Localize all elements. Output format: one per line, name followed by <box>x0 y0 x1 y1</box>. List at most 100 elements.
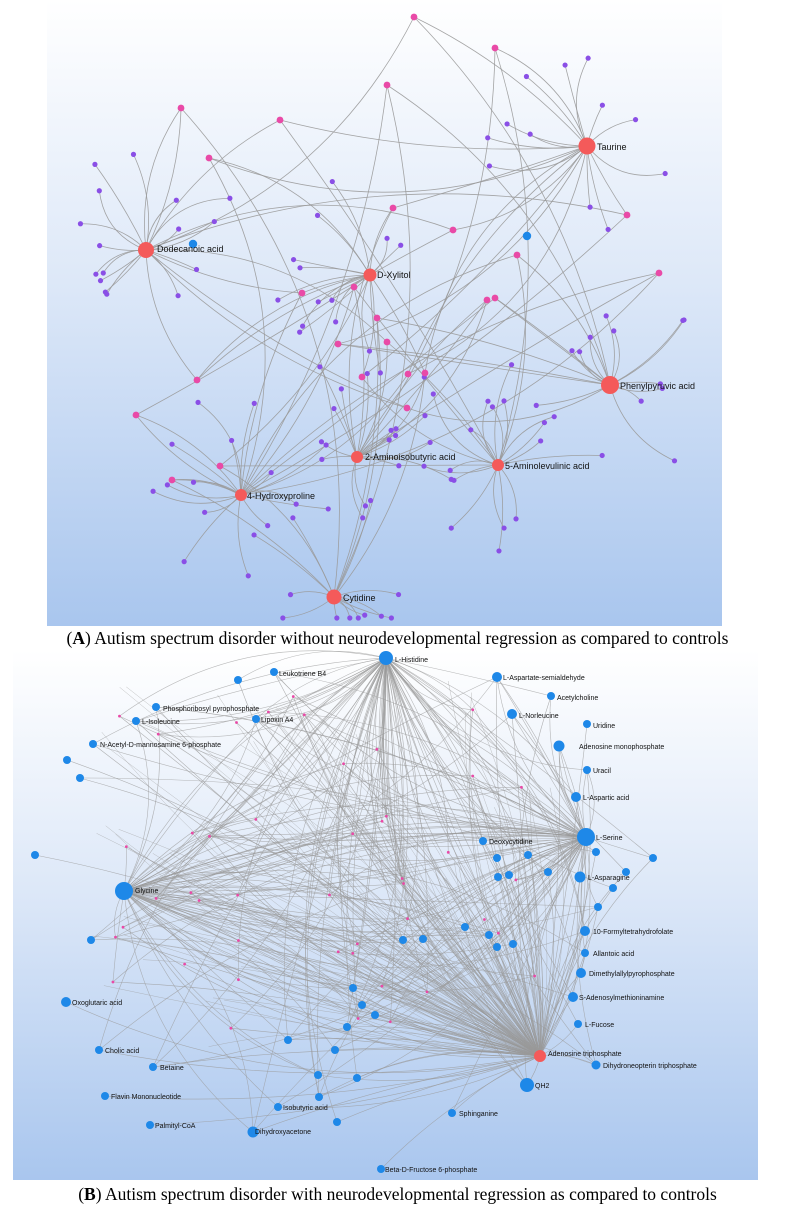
leaf-node <box>681 317 687 323</box>
node-label-4-hydroxyproline: 4-Hydroxyproline <box>247 491 315 501</box>
edge <box>152 657 387 1068</box>
hub-node <box>351 451 363 463</box>
intermediate-node <box>266 710 270 714</box>
edge <box>240 272 660 496</box>
edge <box>486 944 541 1057</box>
intermediate-node <box>471 774 475 778</box>
leaf-node <box>364 370 370 377</box>
network-graph-b: L-Histidine Leukotriene B4 L-Aspartate-s… <box>31 650 697 1174</box>
metabolite-node <box>101 1092 109 1100</box>
edge <box>90 657 387 941</box>
edge <box>255 657 387 720</box>
edge <box>304 714 587 838</box>
edge <box>354 456 366 507</box>
node-label-l-asparagine: L-Asparagine <box>588 875 630 882</box>
edge <box>385 657 552 697</box>
edge <box>360 976 541 1057</box>
metabolite-node <box>419 935 427 943</box>
intermediate-node <box>132 411 140 419</box>
metabolite-node <box>343 1023 351 1031</box>
edge <box>361 145 588 378</box>
edge <box>209 832 587 838</box>
leaf-node <box>362 612 368 618</box>
leaf-node <box>275 297 281 303</box>
intermediate-node <box>302 713 306 717</box>
leaf-node <box>430 391 436 397</box>
metabolite-node <box>581 949 589 957</box>
edge <box>356 376 425 458</box>
edge <box>463 865 541 1057</box>
edge <box>329 827 587 896</box>
edge <box>305 657 387 1123</box>
node-label-l-aspartic-acid: L-Aspartic acid <box>583 795 629 802</box>
edge <box>253 534 335 598</box>
metabolite-node <box>331 1046 339 1054</box>
intermediate-node <box>350 283 358 291</box>
leaf-node <box>347 615 353 621</box>
node-label-uridine: Uridine <box>593 723 615 730</box>
metabolite-node <box>580 926 590 936</box>
leaf-node <box>384 235 390 241</box>
edge <box>498 836 587 934</box>
edge <box>529 800 548 1057</box>
edge <box>385 657 517 880</box>
intermediate-node <box>406 917 409 921</box>
leaf-node <box>378 613 384 619</box>
edge <box>586 145 666 176</box>
edge <box>497 416 555 466</box>
node-label-deoxycytidine: Deoxycytidine <box>489 839 533 846</box>
network-panel-b: L-Histidine Leukotriene B4 L-Aspartate-s… <box>13 650 758 1180</box>
metabolite-node <box>115 882 133 900</box>
node-label-dimethylallylpyrophosphate: Dimethylallylpyrophosphate <box>589 971 675 978</box>
edge <box>282 596 335 619</box>
edge <box>369 274 381 373</box>
edge <box>299 267 371 276</box>
edge <box>238 657 387 980</box>
edge <box>494 893 541 1057</box>
edge <box>413 16 588 147</box>
leaf-node <box>325 506 331 512</box>
edge <box>205 1000 541 1057</box>
labels-a: Taurine Dodecanoic acid D-Xylitol Phenyl… <box>157 142 695 603</box>
metabolite-node <box>87 936 95 944</box>
metabolite-node <box>234 676 242 684</box>
edge <box>385 657 535 977</box>
edge <box>123 819 256 892</box>
edge <box>355 734 541 1057</box>
intermediate-node <box>383 81 391 89</box>
leaf-node <box>293 501 299 507</box>
edge <box>356 47 496 458</box>
leaf-node <box>181 558 187 565</box>
edge <box>516 254 611 386</box>
edge <box>240 403 255 496</box>
leaf-node <box>92 161 98 167</box>
edge <box>123 833 353 892</box>
edge <box>203 828 541 1057</box>
intermediate-node <box>336 950 340 954</box>
edge <box>292 517 335 598</box>
leaf-node <box>392 432 399 439</box>
edge <box>494 297 611 386</box>
edge <box>123 890 359 1019</box>
edge <box>385 657 535 977</box>
edge <box>167 484 242 499</box>
edge <box>391 884 541 1057</box>
edge <box>299 715 541 1057</box>
edge <box>123 890 490 936</box>
edge <box>200 940 541 1057</box>
edge <box>539 871 555 1057</box>
leaf-node <box>538 438 544 444</box>
intermediate-node <box>291 695 295 698</box>
intermediate-node <box>513 251 521 259</box>
edge <box>506 123 588 147</box>
node-label-5-aminolevulinic-acid: 5-Aminolevulinic acid <box>505 461 590 471</box>
intermediate-node <box>373 314 381 322</box>
edge <box>145 249 408 409</box>
edge <box>169 852 541 1057</box>
edge <box>549 695 587 838</box>
metabolite-node <box>31 851 39 859</box>
edge <box>427 970 541 1057</box>
edge <box>496 676 587 838</box>
edge <box>277 1055 541 1109</box>
leaf-node <box>388 615 395 621</box>
